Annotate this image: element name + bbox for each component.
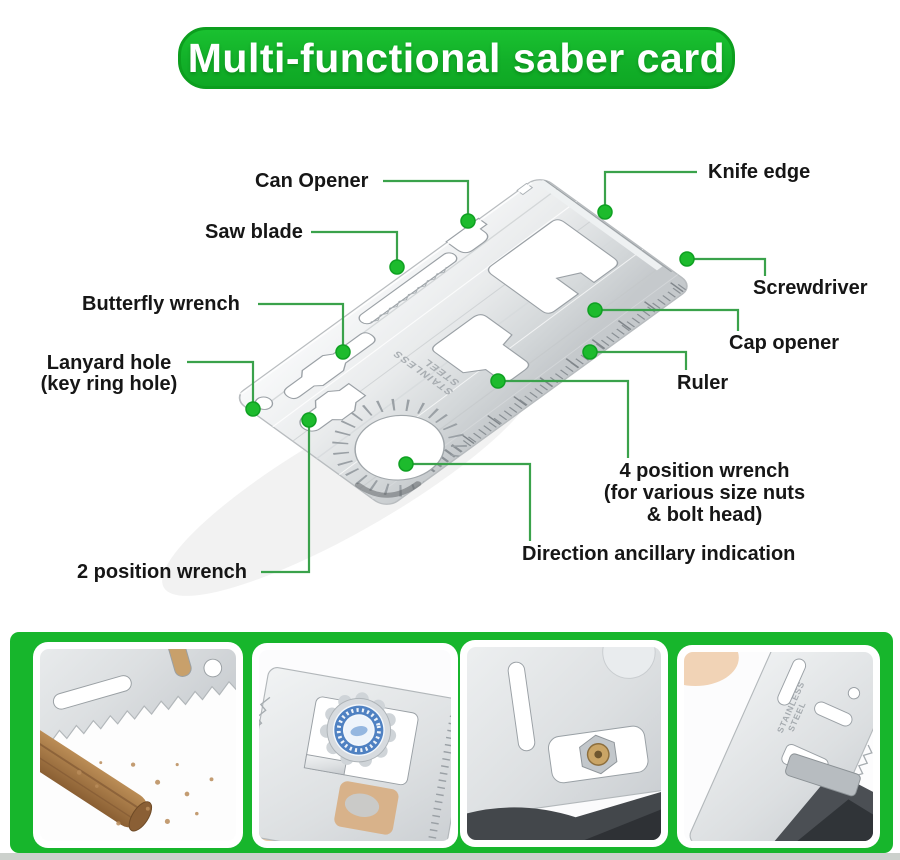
dark-tool-illustration: STAINLESS STEEL xyxy=(684,652,873,841)
label-direction: Direction ancillary indication xyxy=(522,543,796,565)
saw-blade-slot xyxy=(358,252,458,325)
label-butterfly-wrench: Butterfly wrench xyxy=(82,293,240,315)
label-two-position-wrench: 2 position wrench xyxy=(77,561,248,583)
label-knife-edge: Knife edge xyxy=(708,161,811,183)
callout-dot-lanyard-hole xyxy=(245,401,261,417)
callout-line-lanyard-hole xyxy=(187,360,255,408)
gallery-photo-wrench-nut xyxy=(460,640,668,847)
page-title: Multi-functional saber card xyxy=(187,34,726,81)
callout-dot-can-opener xyxy=(460,213,476,229)
callout-line-saw-blade xyxy=(311,230,399,267)
usage-gallery-strip: STAINLESS STEEL xyxy=(10,632,893,853)
callout-line-screwdriver xyxy=(687,257,767,276)
callout-line-two-position-wrench xyxy=(261,421,311,574)
label-can-opener: Can Opener xyxy=(255,170,369,192)
bottom-divider-bar xyxy=(0,853,900,860)
gallery-photo-dark-tool: STAINLESS STEEL xyxy=(677,645,880,848)
knife-edge xyxy=(537,177,673,273)
callout-line-direction xyxy=(406,462,532,541)
callout-dot-ruler xyxy=(582,344,598,360)
wrench-nut-illustration xyxy=(467,647,661,840)
callout-dot-four-position-wrench xyxy=(490,373,506,389)
ruler-ticks xyxy=(423,278,690,473)
callout-dot-cap-opener xyxy=(587,302,603,318)
saber-card-photo: STAINLESS STEEL xyxy=(238,177,690,505)
saber-card-diagram: STAINLESS STEEL xyxy=(162,170,767,596)
label-lanyard-line1: Lanyard hole xyxy=(46,352,172,374)
label-screwdriver: Screwdriver xyxy=(753,277,868,299)
bottle-cap xyxy=(319,692,397,767)
label-saw-blade: Saw blade xyxy=(205,221,303,243)
callout-dot-knife-edge xyxy=(597,204,613,220)
callout-dot-direction xyxy=(398,456,414,472)
callout-lines xyxy=(187,170,767,574)
callout-line-four-position-wrench xyxy=(498,379,630,458)
callout-dot-screwdriver xyxy=(679,251,695,267)
label-four-position-line2: (for various size nuts xyxy=(603,482,806,504)
callout-dot-two-position-wrench xyxy=(301,412,317,428)
bottle-opener-illustration xyxy=(259,650,451,841)
callout-line-ruler xyxy=(590,350,688,370)
cap-opener-cutout xyxy=(487,219,619,314)
callout-dot-saw-blade xyxy=(389,259,405,275)
direction-dial-ticks xyxy=(332,398,468,497)
saw-teeth xyxy=(370,266,447,323)
label-lanyard-hole: Lanyard hole (key ring hole) xyxy=(36,353,182,395)
gallery-photo-sawing-wood xyxy=(33,642,243,848)
callout-line-butterfly-wrench xyxy=(258,302,345,351)
callout-line-can-opener xyxy=(383,179,470,221)
label-ruler: Ruler xyxy=(677,372,729,394)
label-lanyard-line2: (key ring hole) xyxy=(40,373,178,395)
card-edge-highlight xyxy=(239,182,533,395)
label-four-position-wrench: 4 position wrench (for various size nuts… xyxy=(582,460,827,526)
can-opener-notch xyxy=(445,217,489,254)
card-corner-shade xyxy=(354,481,422,498)
callout-dot-butterfly-wrench xyxy=(335,344,351,360)
sawing-wood-illustration xyxy=(40,649,236,841)
callout-line-cap-opener xyxy=(595,308,740,331)
label-four-position-line1: 4 position wrench xyxy=(619,460,790,482)
callout-dots xyxy=(245,204,695,472)
label-cap-opener: Cap opener xyxy=(729,332,840,354)
gallery-photo-bottle-opener xyxy=(252,643,458,848)
title-banner: Multi-functional saber card xyxy=(178,27,735,89)
butterfly-wrench-slot xyxy=(283,332,376,400)
callout-line-knife-edge xyxy=(603,170,697,211)
label-four-position-line3: & bolt head) xyxy=(646,504,763,526)
